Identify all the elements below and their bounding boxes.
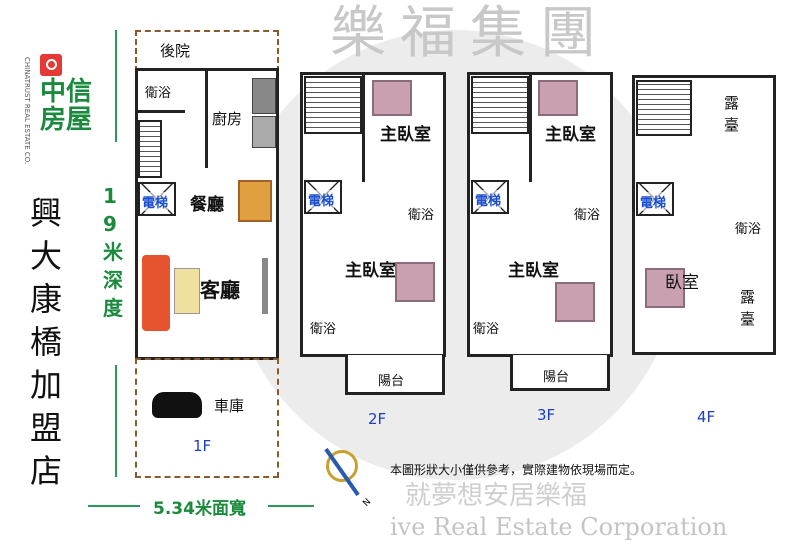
f3-bath1: 衛浴 xyxy=(574,208,601,223)
f3-master2: 主臥室 xyxy=(508,261,559,281)
coffee-table-icon xyxy=(174,268,200,314)
f2-balcony xyxy=(345,355,445,395)
store-name: 興大康橋加盟店 xyxy=(30,194,63,490)
f4-floor-label: 4F xyxy=(697,408,716,426)
f2-bath2: 衛浴 xyxy=(310,322,337,337)
f1-kitchen: 廚房 xyxy=(212,110,243,128)
width-arrow xyxy=(268,505,314,507)
f1-bath: 衛浴 xyxy=(145,86,172,101)
depth-label: 19米深度 xyxy=(103,184,123,320)
watermark-slogan: 就夢想安居樂福 xyxy=(405,481,588,511)
f1-stairs xyxy=(138,120,162,178)
f3-elevator: 電梯 xyxy=(471,180,509,214)
f2-master2: 主臥室 xyxy=(345,261,396,281)
f1-dining: 餐廳 xyxy=(190,195,224,215)
wall xyxy=(362,72,365,182)
watermark-text-en: ive Real Estate Corporation xyxy=(390,513,728,541)
wall xyxy=(135,110,185,113)
f1-backyard-label: 後院 xyxy=(160,42,191,60)
elevator-label: 電梯 xyxy=(308,190,335,209)
stove-icon xyxy=(252,78,276,114)
compass-icon xyxy=(326,450,358,482)
width-arrow xyxy=(88,505,140,507)
f2-floor-label: 2F xyxy=(368,410,387,428)
f1-backyard xyxy=(135,30,279,72)
f2-elevator: 電梯 xyxy=(304,180,342,214)
logo-subtitle: CHINATRUST REAL ESTATE CO. xyxy=(23,57,31,165)
depth-arrow xyxy=(115,365,117,477)
car-icon xyxy=(152,392,202,418)
elevator-label: 電梯 xyxy=(475,190,502,209)
f4-bath: 衛浴 xyxy=(735,222,762,237)
f1-garage xyxy=(135,358,279,478)
bed-icon xyxy=(538,80,578,116)
width-label: 5.34米面寬 xyxy=(153,499,246,519)
f3-floor-label: 3F xyxy=(537,406,556,424)
tv-icon xyxy=(262,258,268,314)
sofa-icon xyxy=(142,255,170,331)
f1-floor-label: 1F xyxy=(193,437,212,455)
dining-table-icon xyxy=(238,180,272,222)
logo-mark-icon xyxy=(40,54,62,76)
f3-bath2: 衛浴 xyxy=(473,322,500,337)
f1-elevator: 電梯 xyxy=(138,182,176,216)
compass-north-label: N xyxy=(361,497,374,509)
f2-stairs xyxy=(304,76,362,134)
f1-living: 客廳 xyxy=(200,278,240,302)
depth-arrow xyxy=(115,30,117,142)
disclaimer: 本圖形狀大小僅供參考，實際建物依現場而定。 xyxy=(390,463,643,477)
f4-terrace1: 露臺 xyxy=(724,94,740,134)
logo-name: 中信房屋 xyxy=(40,77,93,135)
bed-icon xyxy=(395,262,435,302)
f4-elevator: 電梯 xyxy=(636,182,674,216)
f4-terrace2: 露臺 xyxy=(740,288,756,328)
f2-bath1: 衛浴 xyxy=(408,208,435,223)
watermark-text: 樂福集團 xyxy=(330,1,610,66)
f2-master1: 主臥室 xyxy=(380,125,431,145)
f3-stairs xyxy=(471,76,529,134)
logo: CHINATRUST REAL ESTATE CO. 中信房屋 xyxy=(18,52,98,167)
f3-balcony xyxy=(510,355,610,391)
f4-bedroom: 臥室 xyxy=(665,273,699,293)
f3-master1: 主臥室 xyxy=(545,125,596,145)
elevator-label: 電梯 xyxy=(142,192,169,211)
wall xyxy=(205,68,208,168)
f3-balcony-label: 陽台 xyxy=(543,370,570,385)
bed-icon xyxy=(645,268,685,308)
f2-balcony-label: 陽台 xyxy=(378,374,405,389)
bed-icon xyxy=(372,80,412,116)
wall xyxy=(529,72,532,182)
f1-garage-label: 車庫 xyxy=(214,397,245,415)
bed-icon xyxy=(555,282,595,322)
elevator-label: 電梯 xyxy=(640,192,667,211)
f4-stairs xyxy=(636,80,692,136)
sink-icon xyxy=(252,116,276,148)
